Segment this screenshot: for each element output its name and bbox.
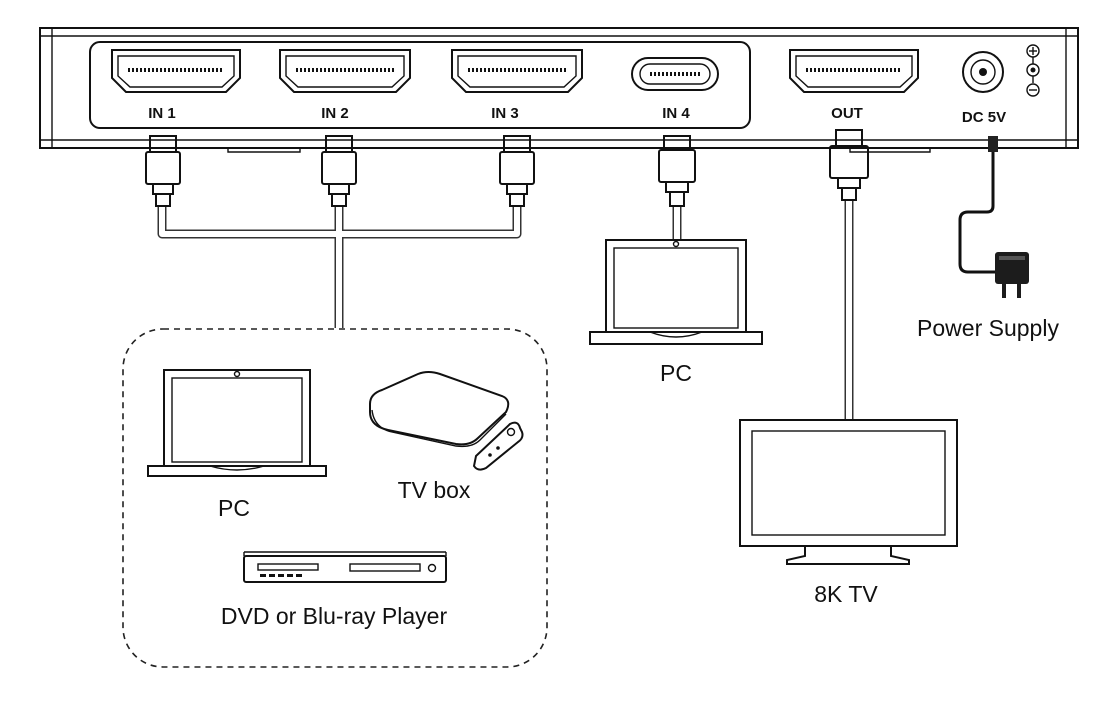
remote-icon bbox=[472, 421, 524, 471]
hdmi-port-in1 bbox=[111, 49, 241, 93]
hdmi-connector-in1 bbox=[145, 135, 181, 207]
power-cable bbox=[958, 152, 995, 274]
usb-c-port-in4 bbox=[631, 57, 719, 91]
dvd-label: DVD or Blu-ray Player bbox=[221, 603, 448, 629]
port-label-in3: IN 3 bbox=[491, 105, 519, 122]
pc-label: PC bbox=[660, 360, 692, 386]
dc-polarity-icon bbox=[1026, 44, 1040, 97]
hdmi-connector-in2 bbox=[321, 135, 357, 207]
power-adapter-icon bbox=[995, 252, 1029, 298]
input-panel bbox=[89, 41, 751, 129]
hdmi-port-in3 bbox=[451, 49, 583, 93]
tv-icon bbox=[739, 419, 958, 565]
tv-box-label: TV box bbox=[398, 477, 471, 503]
power-supply-label: Power Supply bbox=[917, 315, 1059, 341]
usb-c-connector-in4 bbox=[658, 135, 696, 207]
laptop-icon bbox=[147, 369, 327, 477]
port-label-in1: IN 1 bbox=[148, 105, 176, 122]
port-label-in2: IN 2 bbox=[321, 105, 349, 122]
tv-label: 8K TV bbox=[814, 581, 878, 607]
hdmi-cable-group bbox=[157, 206, 522, 328]
dvd-player-icon bbox=[243, 551, 447, 583]
tv-box-icon bbox=[369, 371, 510, 448]
laptop-icon bbox=[589, 239, 763, 345]
port-label-dc: DC 5V bbox=[962, 109, 1006, 126]
switch-device bbox=[39, 27, 1079, 153]
port-label-in4: IN 4 bbox=[662, 105, 690, 122]
hdmi-port-in2 bbox=[279, 49, 411, 93]
group-pc-label: PC bbox=[218, 495, 250, 521]
hdmi-port-out bbox=[789, 49, 919, 93]
dc-plug bbox=[988, 136, 998, 152]
hdmi-connector-out bbox=[829, 129, 869, 201]
port-label-out: OUT bbox=[831, 105, 863, 122]
dc-jack bbox=[962, 51, 1004, 93]
hdmi-connector-in3 bbox=[499, 135, 535, 207]
